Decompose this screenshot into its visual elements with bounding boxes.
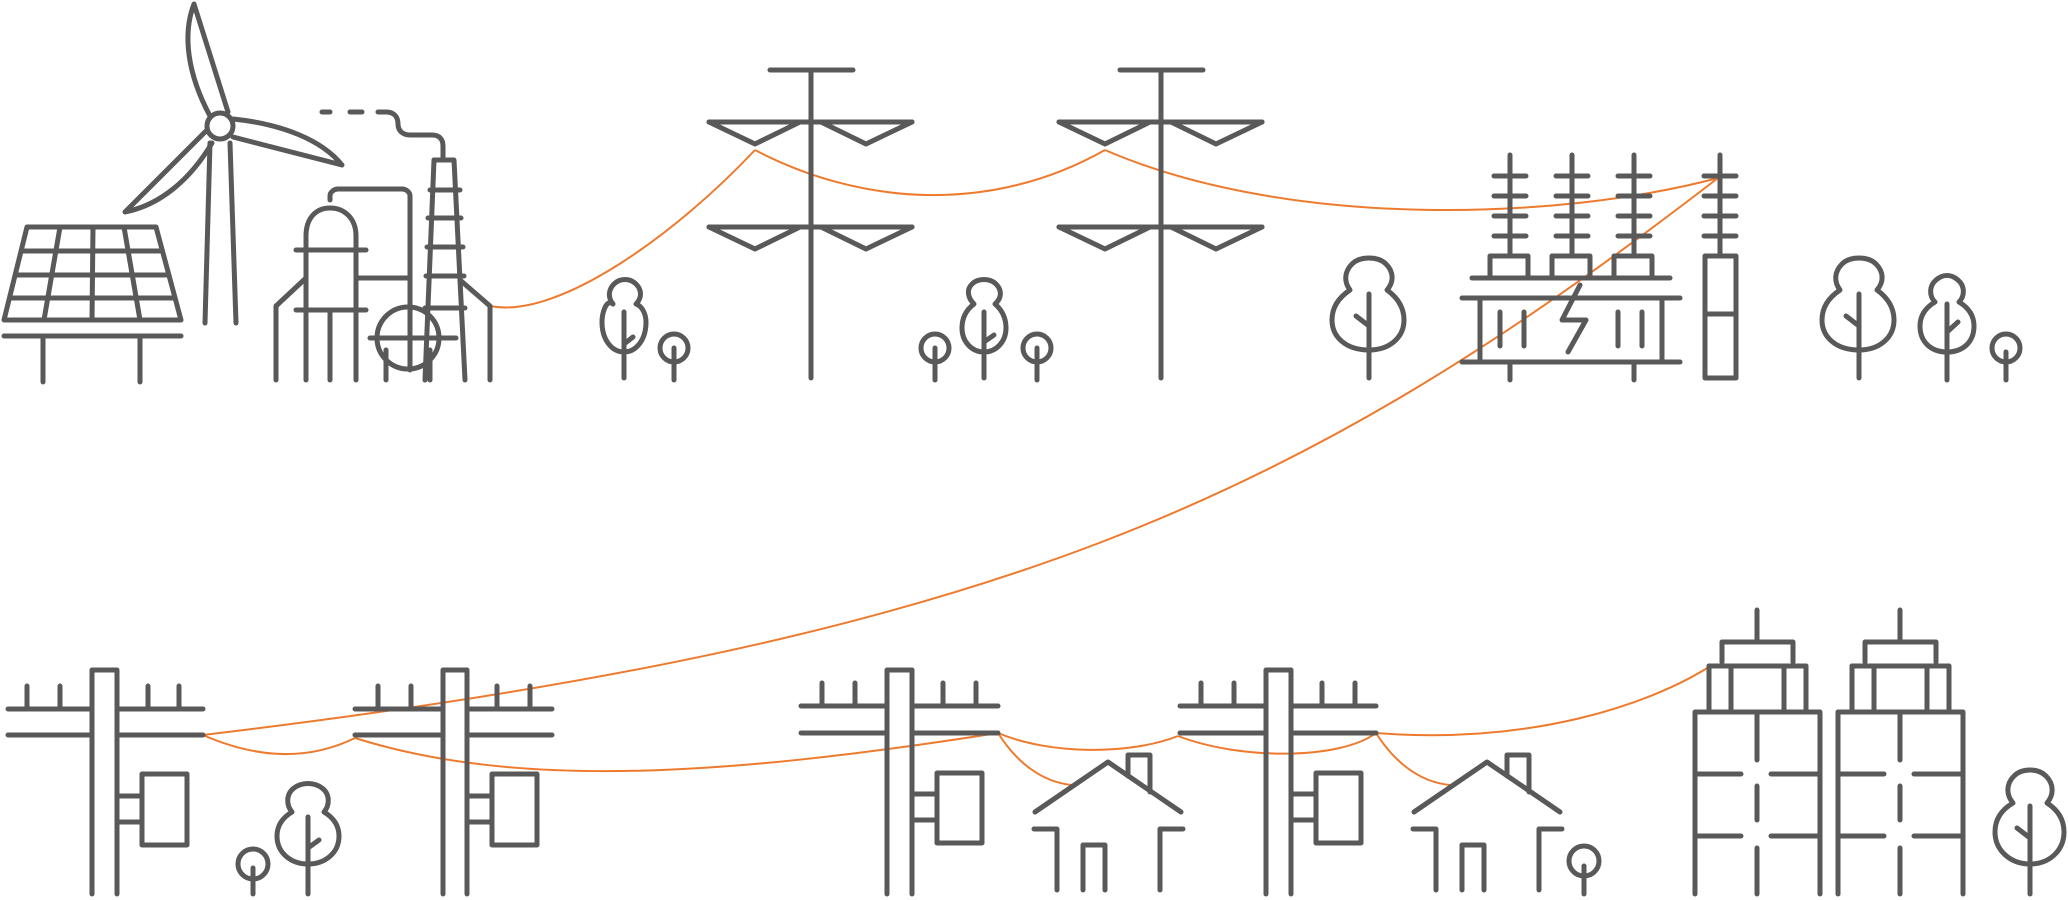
- tree: [1020, 331, 1054, 383]
- wire-tower-to-tower: [754, 149, 1106, 196]
- tree: [1917, 273, 1977, 383]
- tree: [599, 277, 649, 381]
- transmission-tower: [1056, 67, 1265, 381]
- utility-pole: [798, 667, 1001, 897]
- wire-pole4-to-apartment: [1375, 664, 1713, 737]
- apartment-building: [1835, 607, 1966, 897]
- tree: [657, 331, 691, 383]
- utility-pole: [5, 667, 206, 897]
- wire-pole1-to-pole2: [202, 734, 356, 756]
- wire-tower-to-substation: [1104, 149, 1719, 212]
- tree: [1329, 255, 1407, 381]
- wire-pole3-to-pole4: [997, 732, 1179, 751]
- substation: [1459, 152, 1739, 383]
- tree: [274, 781, 342, 897]
- utility-pole: [1177, 667, 1379, 897]
- tree: [959, 277, 1009, 381]
- tree: [1989, 331, 2023, 383]
- wire-pole2-to-pole3: [354, 732, 999, 773]
- wire-plant-to-tower: [489, 149, 756, 309]
- power-plant: [273, 109, 493, 383]
- wind-turbine: [122, 1, 345, 326]
- tree: [1566, 843, 1602, 897]
- wire-pole3-to-house1: [997, 732, 1073, 786]
- tree: [235, 846, 271, 897]
- transmission-tower: [706, 67, 915, 381]
- wire-pole4-to-house2: [1375, 732, 1451, 786]
- tree: [1819, 255, 1897, 381]
- house: [1410, 752, 1565, 893]
- solar-panel: [1, 224, 184, 385]
- house: [1031, 752, 1186, 893]
- apartment-building: [1692, 607, 1823, 897]
- tree: [1992, 767, 2067, 897]
- utility-pole: [352, 667, 555, 897]
- tree: [918, 331, 952, 383]
- wire-pole4-to-pole4-end: [1177, 732, 1377, 755]
